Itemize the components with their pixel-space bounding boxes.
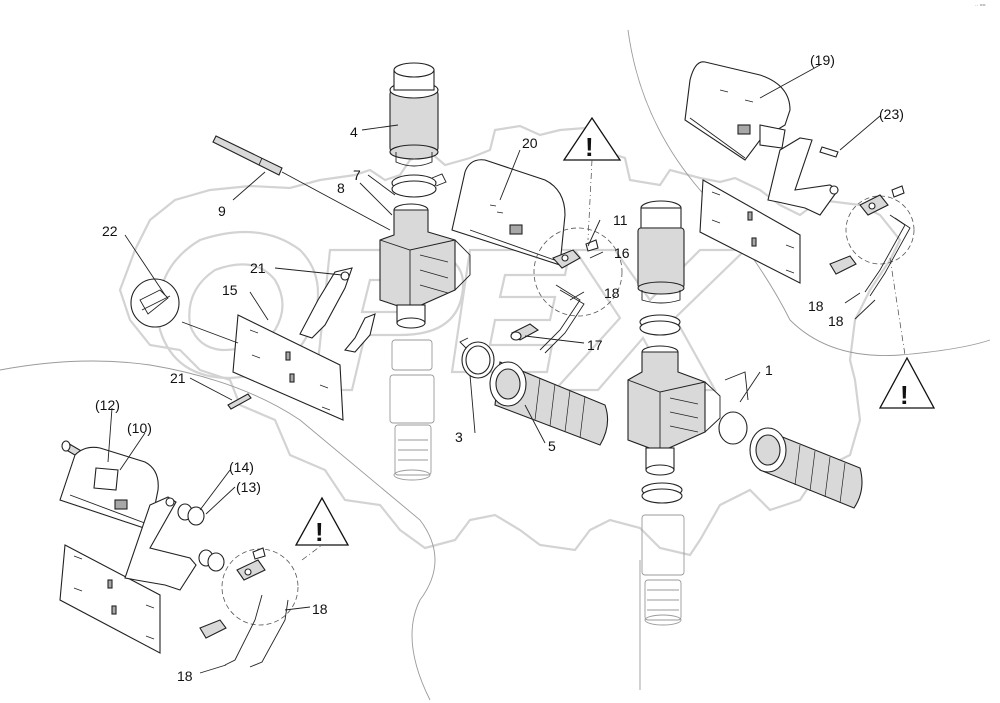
ghost-pipe-left bbox=[389, 339, 435, 481]
part-1-junction-housing bbox=[627, 345, 749, 476]
part-5-hose bbox=[489, 361, 609, 446]
part-4-pipe-sleeve bbox=[389, 62, 439, 167]
warning-triangle-right: ! bbox=[878, 356, 936, 410]
callout-10: (10) bbox=[127, 420, 152, 436]
callout-8: 8 bbox=[337, 180, 345, 196]
warning-symbol-3: ! bbox=[315, 517, 324, 547]
part-9-pin bbox=[212, 135, 391, 231]
callout-18-right-a: 18 bbox=[808, 298, 824, 314]
part-20-cover bbox=[451, 159, 566, 266]
callout-12: (12) bbox=[95, 397, 120, 413]
callout-18-lower-a: 18 bbox=[312, 601, 328, 617]
callout-16: 16 bbox=[614, 245, 630, 261]
part-21-bracket bbox=[227, 267, 376, 410]
clamp-ring-right-lower bbox=[641, 482, 683, 504]
callout-21-lower: 21 bbox=[170, 370, 186, 386]
callout-22: 22 bbox=[102, 223, 118, 239]
callout-4: 4 bbox=[350, 124, 358, 140]
leader-lines bbox=[107, 64, 881, 674]
background-guides bbox=[0, 29, 991, 701]
mounting-plate-lower-left bbox=[59, 496, 197, 654]
part-22-detail bbox=[130, 278, 180, 328]
part-13-14-washer-nut bbox=[177, 503, 225, 572]
part-10-cover bbox=[59, 446, 159, 531]
callout-11: 11 bbox=[613, 212, 628, 228]
part-7-8-junction-housing bbox=[379, 203, 471, 329]
callout-17: 17 bbox=[587, 337, 603, 353]
ghost-pipe-right bbox=[641, 514, 685, 626]
detail-circle-middle bbox=[533, 227, 623, 354]
callout-1: 1 bbox=[765, 362, 773, 378]
part-23-screw bbox=[819, 146, 839, 158]
callout-9: 9 bbox=[218, 203, 226, 219]
callout-23: (23) bbox=[879, 106, 904, 122]
part-17-clip bbox=[510, 323, 540, 341]
corner-mark: ·· == bbox=[975, 3, 986, 9]
warning-triangle-lower: ! bbox=[294, 496, 350, 547]
warning-triangle-top: ! bbox=[562, 116, 622, 162]
callout-3: 3 bbox=[455, 429, 463, 445]
pipe-upper-right bbox=[637, 200, 685, 304]
callout-7: 7 bbox=[353, 167, 361, 183]
part-15-mounting-plate bbox=[181, 314, 344, 421]
callout-14: (14) bbox=[229, 459, 254, 475]
mounting-plate-right bbox=[699, 137, 839, 284]
part-3-clamp bbox=[459, 337, 495, 379]
callout-18-middle: 18 bbox=[604, 285, 620, 301]
callout-18-lower-b: 18 bbox=[177, 668, 193, 684]
hose-right bbox=[718, 411, 863, 509]
warning-symbol-1: ! bbox=[585, 132, 594, 162]
callout-5: 5 bbox=[548, 438, 556, 454]
callout-21-upper: 21 bbox=[250, 260, 266, 276]
callout-20: 20 bbox=[522, 135, 538, 151]
clamp-ring-upper bbox=[391, 173, 447, 198]
warning-symbol-2: ! bbox=[900, 380, 909, 410]
clamp-ring-right bbox=[639, 314, 681, 336]
callout-15: 15 bbox=[222, 282, 238, 298]
callout-18-right-b: 18 bbox=[828, 313, 844, 329]
part-19-cover bbox=[684, 61, 791, 161]
callout-13: (13) bbox=[236, 479, 261, 495]
callout-19: (19) bbox=[810, 52, 835, 68]
detail-circle-right bbox=[829, 185, 915, 297]
